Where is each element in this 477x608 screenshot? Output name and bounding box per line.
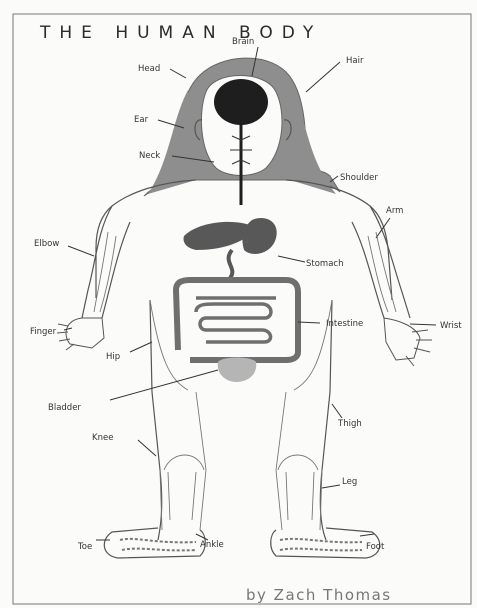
right-foot-bones <box>280 539 362 551</box>
brain-shape <box>214 79 268 125</box>
right-foot <box>271 528 380 558</box>
label-neck: Neck <box>139 151 160 161</box>
label-hip: Hip <box>106 352 120 362</box>
bladder-shape <box>218 358 256 383</box>
hair-left-fall <box>148 90 196 194</box>
label-finger: Finger <box>30 327 57 337</box>
author-credit: by Zach Thomas <box>246 586 392 604</box>
label-head: Head <box>138 64 160 74</box>
label-shoulder: Shoulder <box>340 173 378 183</box>
label-knee: Knee <box>92 433 113 443</box>
label-wrist: Wrist <box>440 321 462 331</box>
label-leg: Leg <box>342 477 357 487</box>
label-toe: Toe <box>77 542 92 552</box>
label-intestine: Intestine <box>326 319 363 329</box>
duodenum <box>229 250 233 278</box>
label-arm: Arm <box>386 206 403 216</box>
label-ear: Ear <box>134 115 149 125</box>
stomach-shape <box>242 218 276 254</box>
label-elbow: Elbow <box>34 239 59 249</box>
left-foot-bones <box>120 539 196 551</box>
label-foot: Foot <box>366 542 385 552</box>
label-ankle: Ankle <box>200 540 224 550</box>
left-hand <box>57 318 104 350</box>
label-thigh: Thigh <box>337 419 362 429</box>
diagram-title: THE HUMAN BODY <box>39 23 322 43</box>
right-leg <box>276 455 322 530</box>
left-arm <box>82 206 130 318</box>
label-brain: Brain <box>232 37 254 47</box>
label-stomach: Stomach <box>306 259 343 269</box>
right-arm <box>352 206 410 318</box>
right-hand <box>384 318 432 366</box>
label-bladder: Bladder <box>48 403 81 413</box>
left-leg <box>160 455 206 530</box>
label-hair: Hair <box>346 56 364 66</box>
small-intestine <box>196 298 276 342</box>
large-intestine <box>176 280 298 360</box>
